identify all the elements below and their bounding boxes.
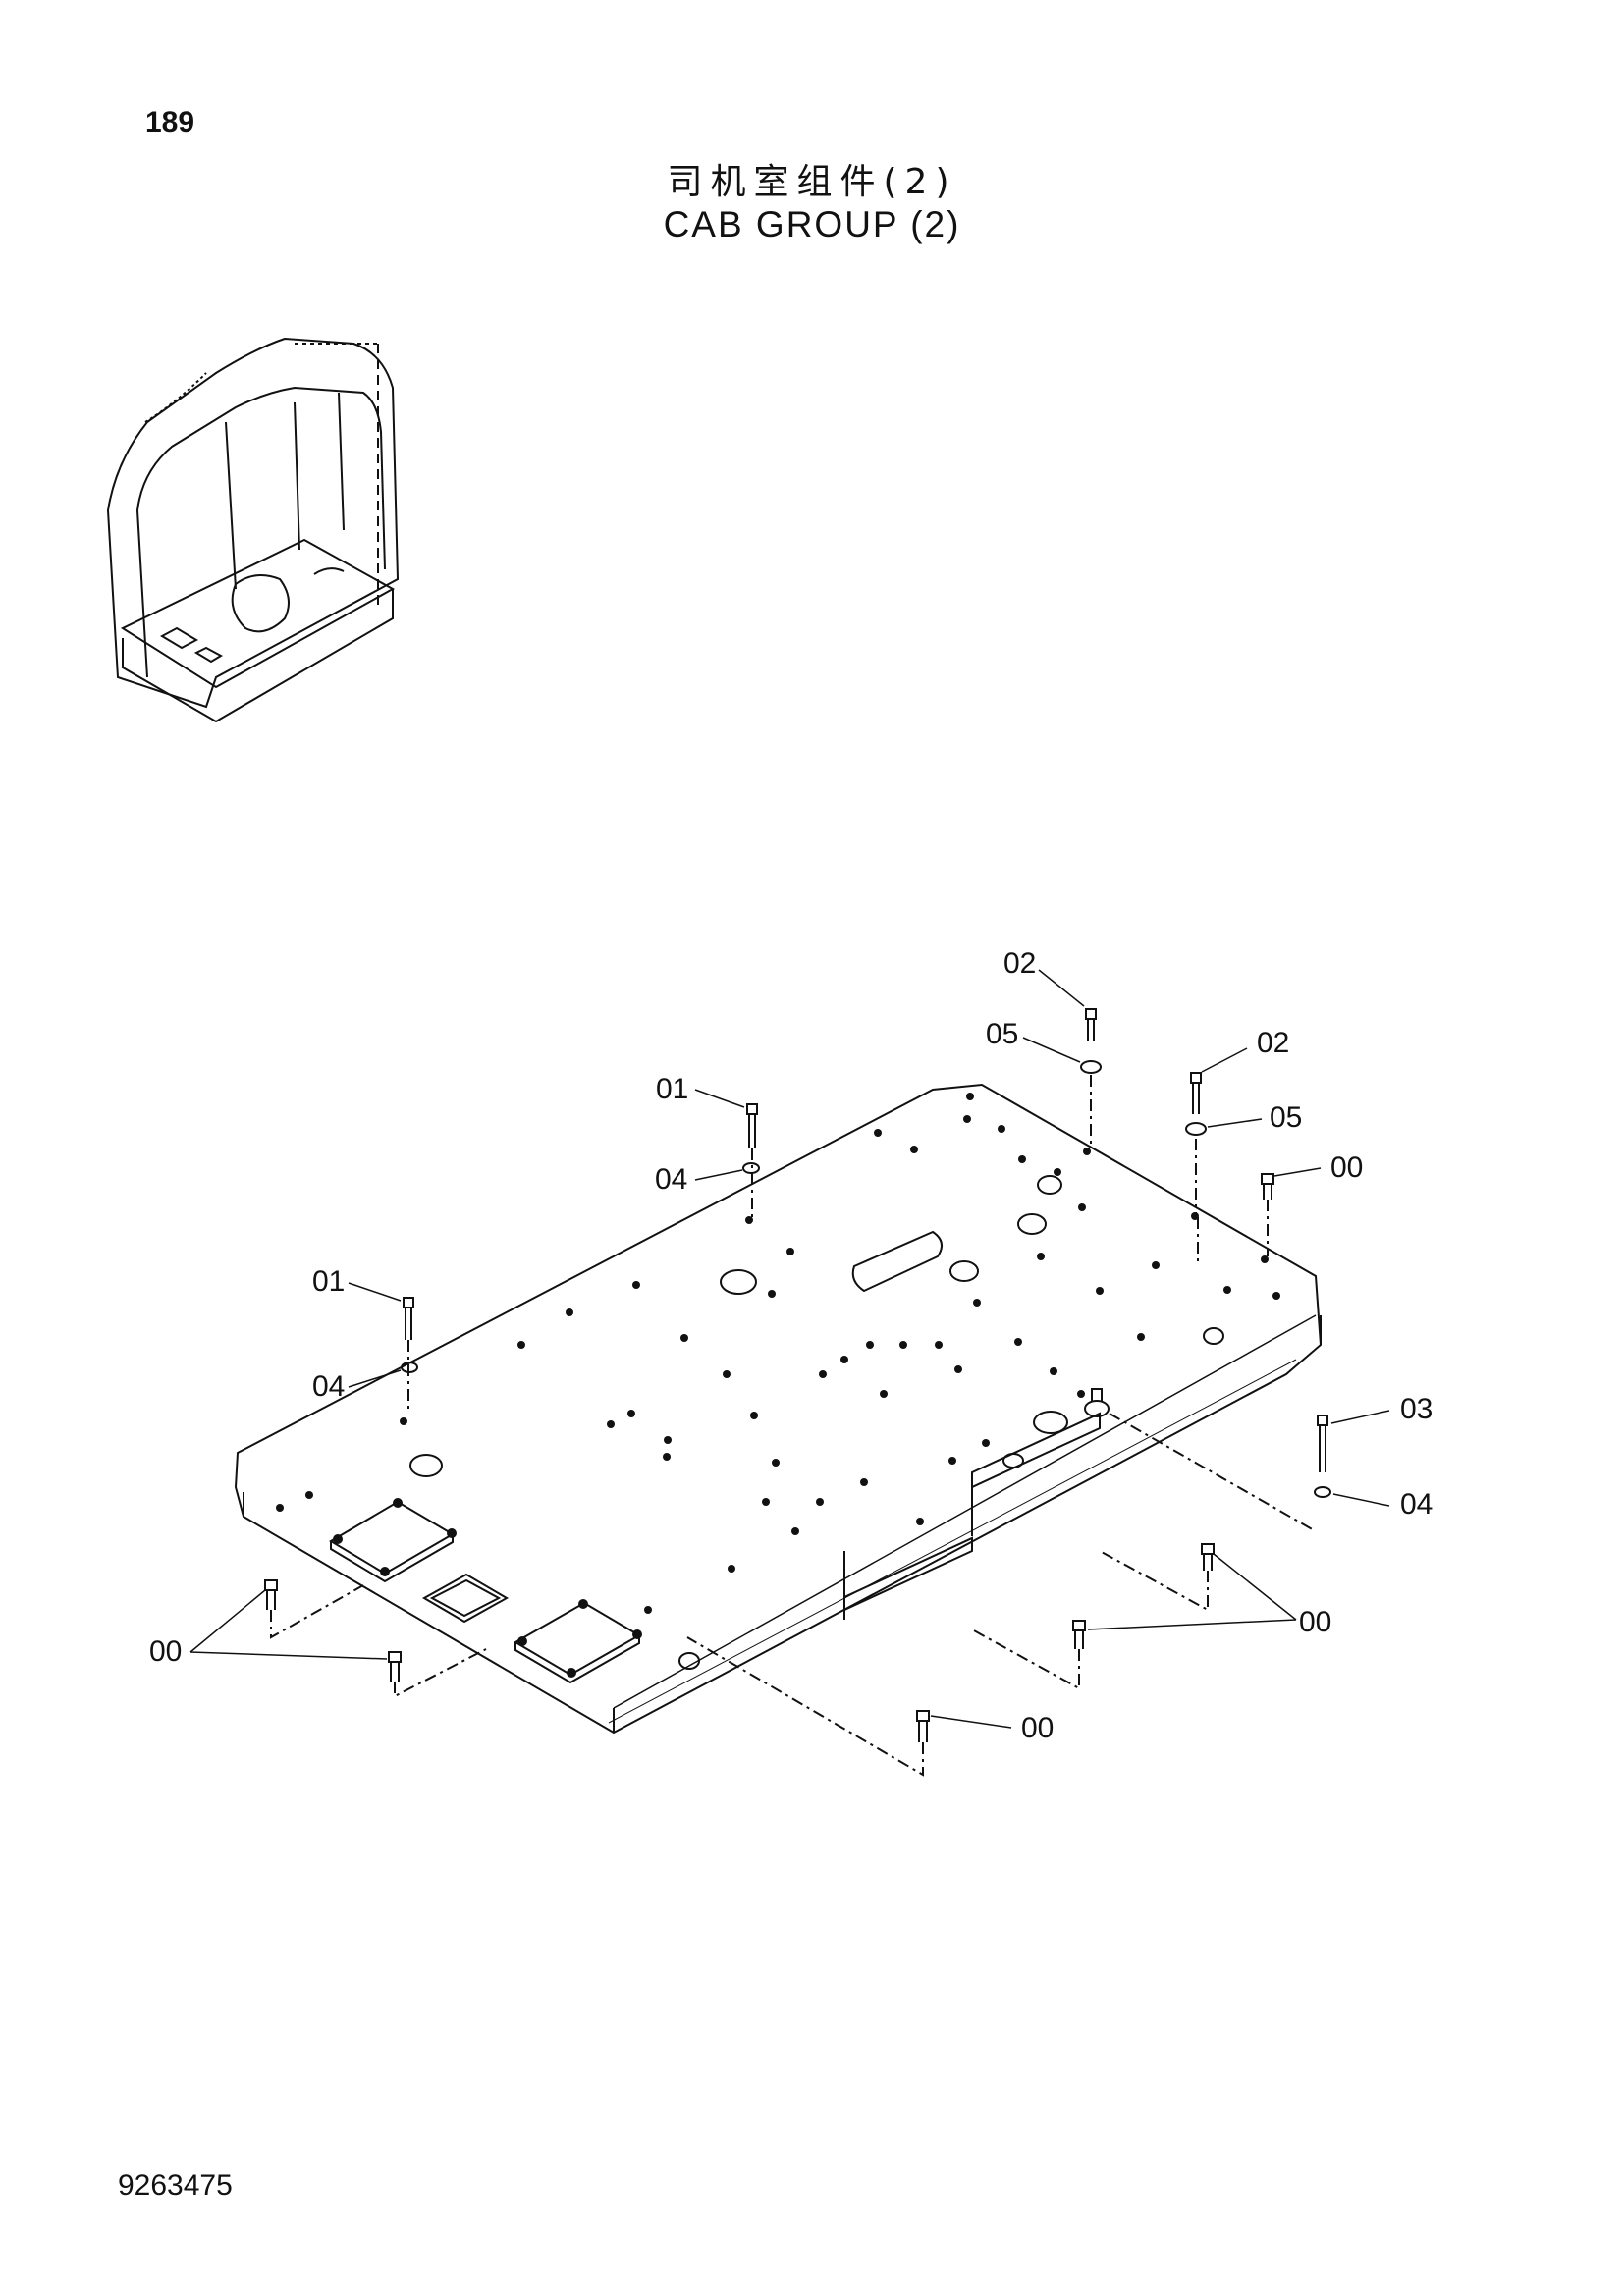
bolt-01-left <box>401 1297 418 1414</box>
brackets <box>843 1412 1101 1620</box>
bolt-03 <box>1314 1415 1331 1498</box>
callout-00-c: 00 <box>1299 1606 1331 1638</box>
assembly-guide-lines <box>1109 1217 1317 1532</box>
callout-00-d: 00 <box>1021 1712 1054 1744</box>
callout-04-a: 04 <box>655 1163 687 1196</box>
bolt-02-b <box>1185 1072 1207 1213</box>
callout-05-a: 05 <box>986 1018 1018 1050</box>
document-number: 9263475 <box>118 2169 233 2202</box>
bolt-00-bottom-right-a <box>1099 1543 1215 1612</box>
bolt-02-a <box>1080 1008 1102 1148</box>
callout-02-a: 02 <box>1003 947 1036 980</box>
callout-04-c: 04 <box>1400 1488 1433 1521</box>
cover-plate-bolts <box>333 1498 642 1678</box>
bolt-01-top <box>742 1103 760 1220</box>
title-chinese: 司机室组件(2) <box>667 162 957 202</box>
bolt-00-right <box>1261 1173 1274 1256</box>
callout-01-b: 01 <box>312 1265 345 1298</box>
title-english: CAB GROUP (2) <box>663 204 961 244</box>
cover-plates <box>329 1500 641 1684</box>
callout-01-a: 01 <box>656 1073 688 1105</box>
bolt-00-bottom-left-a <box>264 1579 364 1639</box>
callout-02-b: 02 <box>1257 1027 1289 1059</box>
bolt-00-bottom-right-b <box>971 1620 1086 1690</box>
callout-04-b: 04 <box>312 1370 345 1403</box>
floor-plate <box>234 1083 1323 1735</box>
leader-lines <box>189 969 1390 1729</box>
pin-feature <box>1084 1388 1110 1417</box>
cab-overview-illustration <box>106 337 400 723</box>
page-number: 189 <box>145 106 195 138</box>
callout-00-b: 00 <box>149 1635 182 1668</box>
floor-plate-holes <box>409 1175 1224 1670</box>
bolt-00-bottom-left-b <box>388 1648 487 1698</box>
bolt-00-bottom-center <box>686 1636 930 1777</box>
callout-03: 03 <box>1400 1393 1433 1425</box>
callout-00-a: 00 <box>1330 1151 1363 1184</box>
callout-05-b: 05 <box>1270 1101 1302 1134</box>
small-holes <box>276 1093 1280 1614</box>
